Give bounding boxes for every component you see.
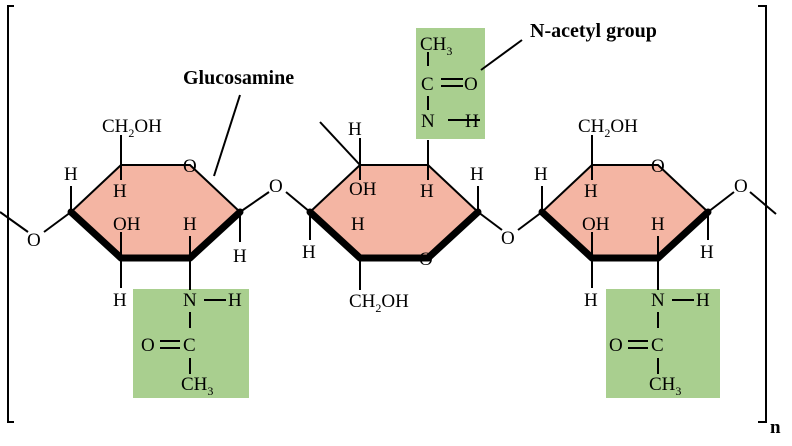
n-acetyl-left: N H O C CH3 [141,290,242,398]
svg-text:H: H [113,290,127,311]
svg-text:CH3: CH3 [420,34,452,58]
svg-text:H: H [651,214,665,235]
glucosamine-label: Glucosamine [183,67,294,89]
svg-text:H: H [700,242,714,263]
svg-text:O: O [141,335,155,356]
svg-text:N: N [421,111,435,132]
svg-text:CH3: CH3 [649,374,681,398]
ch2oh-ring-2: CH2OH [349,291,409,315]
svg-text:H: H [470,164,484,185]
svg-text:O: O [609,335,623,356]
svg-text:H: H [420,181,434,202]
bonds [0,39,777,374]
svg-text:H: H [64,164,78,185]
right-bracket [758,5,767,423]
svg-text:H: H [696,290,710,311]
svg-text:H: H [183,214,197,235]
ring-2-oxygen: O [419,249,433,270]
sugar-ring-2 [306,164,482,262]
glycosidic-oxygen-right: O [734,176,748,197]
svg-text:C: C [183,335,196,356]
svg-text:N: N [651,290,665,311]
n-acetyl-top: CH3 C O N H [420,34,479,132]
svg-text:H: H [233,246,247,267]
oh-ring-2: OH [349,179,377,200]
svg-text:H: H [584,290,598,311]
svg-text:C: C [421,74,434,95]
oh-ring-3: OH [582,214,610,235]
ring-1-oxygen: O [183,156,197,177]
svg-text:H: H [584,181,598,202]
svg-text:O: O [464,74,478,95]
svg-text:H: H [465,111,479,132]
glycosidic-oxygen-2: O [501,228,515,249]
sugar-ring-1 [67,164,244,262]
acetyl-box-right [606,289,720,398]
hydrogen-atoms: H H H H H H H H H H H H H H H [64,119,714,311]
ch2oh-ring-3: CH2OH [578,116,638,140]
glycosidic-oxygen-1: O [269,176,283,197]
svg-text:N: N [183,290,197,311]
svg-text:H: H [113,181,127,202]
acetyl-box-left [133,289,249,398]
left-bracket [7,5,14,423]
oh-ring-1: OH [113,214,141,235]
svg-text:H: H [351,214,365,235]
repeat-subscript: n [770,417,781,438]
svg-text:C: C [651,335,664,356]
n-acetyl-right: N H O C CH3 [609,290,710,398]
sugar-ring-3 [538,164,712,262]
svg-text:H: H [534,164,548,185]
svg-text:CH3: CH3 [181,374,213,398]
n-acetyl-group-label: N-acetyl group [530,20,657,42]
svg-text:H: H [228,290,242,311]
ch2oh-ring-1: CH2OH [102,116,162,140]
glycosidic-oxygen-left: O [27,230,41,251]
svg-text:H: H [302,242,316,263]
ring-3-oxygen: O [651,156,665,177]
svg-text:H: H [348,119,362,140]
